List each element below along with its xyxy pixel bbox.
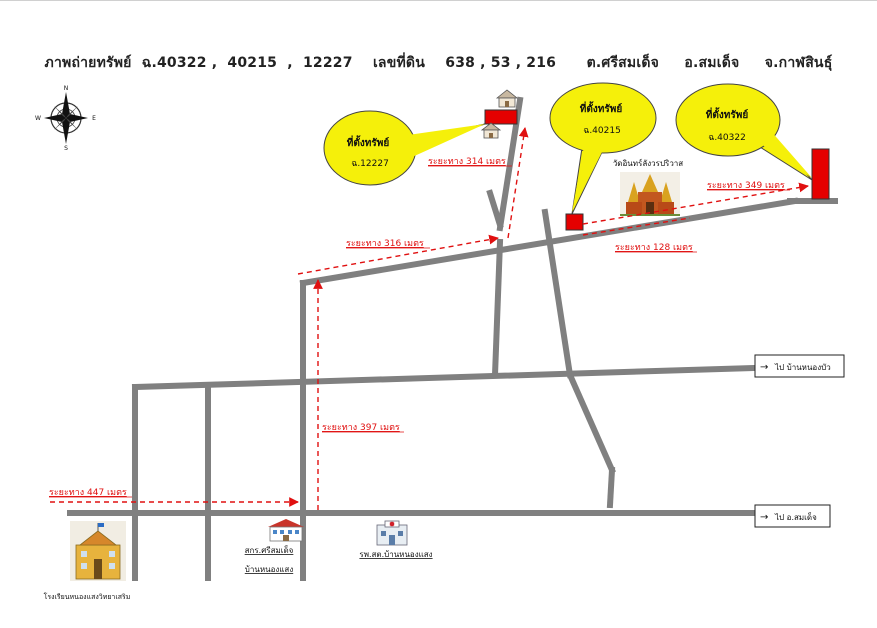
distance-316: ระยะทาง 316 เมตร <box>346 239 424 249</box>
route-lines <box>50 127 809 510</box>
distance-349: ระยะทาง 349 เมตร <box>707 181 785 191</box>
sign-somdet: → ไป อ.สมเด็จ <box>754 504 831 528</box>
top-border <box>0 0 877 1</box>
compass-e: E <box>92 115 96 122</box>
callout-1-title: ที่ตั้งทรัพย์ <box>347 135 390 149</box>
compass-n: N <box>64 85 69 92</box>
school-label: โรงเรียนหนองแสงวิทยาเสริม <box>44 592 131 601</box>
school-icon <box>70 521 126 581</box>
road-diagonal-south-3 <box>606 466 616 509</box>
callout-1-deed: ฉ.12227 <box>351 159 389 169</box>
arrow-right-icon-2: → <box>760 512 768 523</box>
road-diagonal-south <box>541 208 574 379</box>
road-north-branch <box>491 238 504 379</box>
distance-397: ระยะทาง 397 เมตร <box>322 423 400 433</box>
distance-447: ระยะทาง 447 เมตร <box>49 488 127 498</box>
road-north-fork <box>486 189 504 229</box>
route-316 <box>297 234 499 275</box>
property-marker-40322 <box>811 148 830 200</box>
road-middle-horizontal <box>131 364 759 391</box>
coop-label-line1: สกร.ศรีสมเด็จ <box>245 545 294 555</box>
route-314 <box>507 127 529 239</box>
distance-labels: ระยะทาง 314 เมตร ระยะทาง 349 เมตร ระยะทา… <box>49 157 785 498</box>
callout-property-40215: ที่ตั้งทรัพย์ ฉ.40215 <box>549 82 657 215</box>
sign-somdet-label: ไป อ.สมเด็จ <box>774 512 817 522</box>
temple-label: วัดอินทร์ลังวรปริวาส <box>613 158 683 168</box>
sign-nongbua: → ไป บ้านหนองบัว <box>754 354 845 378</box>
office-building-icon <box>268 519 304 542</box>
coop-label-line2: บ้านหนองแสง <box>245 565 294 574</box>
property-marker-12227 <box>484 109 518 125</box>
callout-3-title: ที่ตั้งทรัพย์ <box>706 107 749 121</box>
route-128 <box>582 217 691 236</box>
callout-2-title: ที่ตั้งทรัพย์ <box>580 101 623 115</box>
callout-2-deed: ฉ.40215 <box>583 126 621 136</box>
compass-rose-icon: N S E W <box>35 85 96 152</box>
callout-3-deed: ฉ.40322 <box>708 133 746 143</box>
route-349 <box>582 182 809 225</box>
house-icon-2 <box>480 122 502 139</box>
road-diagonal-south-2 <box>566 371 616 474</box>
distance-314: ระยะทาง 314 เมตร <box>428 157 506 167</box>
property-marker-40215 <box>565 213 584 231</box>
roads <box>67 96 838 581</box>
hospital-icon <box>376 520 408 546</box>
distance-128: ระยะทาง 128 เมตร <box>615 243 693 253</box>
house-icon <box>495 89 519 108</box>
compass-s: S <box>64 145 68 152</box>
arrow-right-icon: → <box>760 362 768 373</box>
callout-property-40322: ที่ตั้งทรัพย์ ฉ.40322 <box>675 83 813 181</box>
sign-nongbua-label: ไป บ้านหนองบัว <box>774 363 831 372</box>
hospital-label: รพ.สต.บ้านหนองแสง <box>359 550 432 559</box>
compass-w: W <box>35 115 41 122</box>
temple-icon <box>620 172 680 216</box>
page-title: ภาพถ่ายทรัพย์ ฉ.40322 , 40215 , 12227 เล… <box>44 55 833 71</box>
callout-property-12227: ที่ตั้งทรัพย์ ฉ.12227 <box>323 110 486 186</box>
